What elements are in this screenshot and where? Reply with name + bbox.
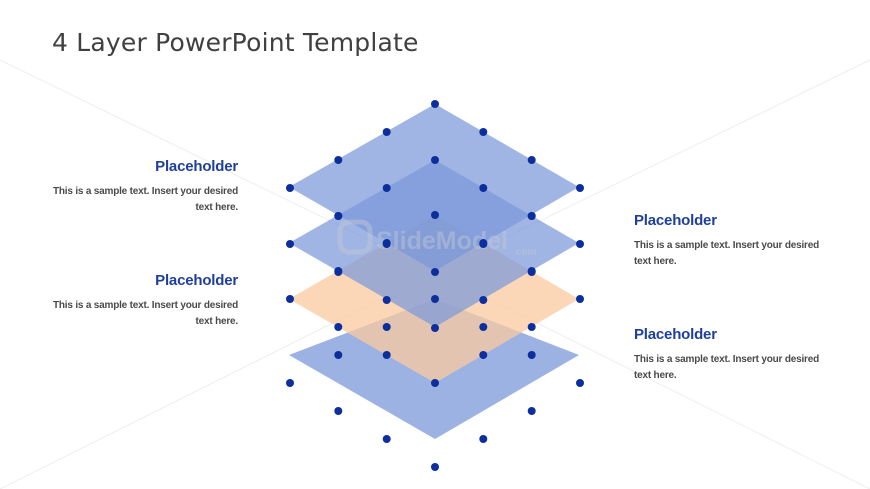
page-title: 4 Layer PowerPoint Template (52, 28, 419, 57)
placeholder-heading: Placeholder (634, 212, 717, 229)
placeholder-block-left-top: Placeholder This is a sample text. Inser… (38, 158, 238, 216)
body-line: text here. (195, 202, 239, 213)
vertex-dot (527, 267, 536, 275)
vertex-dot (431, 324, 439, 332)
body-line: This is a sample text. Insert your desir… (634, 240, 820, 251)
vertex-dot (334, 156, 343, 164)
placeholder-body: This is a sample text. Insert your desir… (634, 238, 834, 270)
vertex-dot (431, 295, 439, 303)
vertex-dot (382, 239, 391, 247)
placeholder-block-right-bottom: Placeholder This is a sample text. Inser… (634, 326, 834, 384)
body-line: This is a sample text. Insert your desir… (52, 300, 238, 311)
vertex-dot (382, 435, 391, 443)
layer-4-top (289, 104, 579, 271)
placeholder-body: This is a sample text. Insert your desir… (634, 352, 834, 384)
vertex-dot (431, 268, 439, 276)
vertex-dot (479, 435, 488, 443)
placeholder-block-left-bottom: Placeholder This is a sample text. Inser… (38, 272, 238, 330)
placeholder-body: This is a sample text. Insert your desir… (38, 298, 238, 330)
vertex-dot (286, 240, 294, 248)
vertex-dots (286, 100, 584, 471)
vertex-dot (479, 323, 488, 331)
vertex-dot (576, 240, 584, 248)
placeholder-block-right-top: Placeholder This is a sample text. Inser… (634, 212, 834, 270)
placeholder-heading: Placeholder (634, 326, 717, 343)
vertex-dot (382, 128, 391, 136)
placeholder-heading: Placeholder (155, 158, 238, 175)
body-line: This is a sample text. Insert your desir… (634, 354, 820, 365)
vertex-dot (382, 351, 391, 359)
vertex-dot (479, 128, 488, 136)
vertex-dot (576, 379, 584, 387)
vertex-dot (382, 184, 391, 192)
watermark-logo-icon (337, 219, 373, 255)
vertex-dot (334, 407, 343, 415)
watermark-brand: SlideModel (376, 227, 508, 255)
vertex-dot (431, 156, 439, 164)
vertex-dot (286, 295, 294, 303)
vertex-dot (431, 100, 439, 108)
vertex-dot (382, 296, 391, 304)
vertex-dot (382, 323, 391, 331)
vertex-dot (527, 323, 536, 331)
vertex-dot (527, 351, 536, 359)
vertex-dot (431, 379, 439, 387)
placeholder-body: This is a sample text. Insert your desir… (38, 184, 238, 216)
vertex-dot (479, 239, 488, 247)
vertex-dot (334, 351, 343, 359)
vertex-dot (431, 211, 439, 219)
vertex-dot (334, 212, 343, 220)
vertex-dot (479, 296, 488, 304)
vertex-dot (576, 184, 584, 192)
vertex-dot (334, 267, 343, 275)
body-line: text here. (634, 256, 677, 267)
vertex-dot (479, 184, 488, 192)
vertex-dot (527, 156, 536, 164)
vertex-dot (576, 295, 584, 303)
body-line: text here. (634, 370, 677, 381)
placeholder-heading: Placeholder (155, 272, 238, 289)
vertex-dot (479, 351, 488, 359)
vertex-dot (527, 407, 536, 415)
vertex-dot (286, 184, 294, 192)
vertex-dot (431, 463, 439, 471)
vertex-dot (286, 379, 294, 387)
body-line: This is a sample text. Insert your desir… (52, 186, 238, 197)
body-line: text here. (195, 316, 239, 327)
vertex-dot (334, 323, 343, 331)
vertex-dot (527, 212, 536, 220)
watermark-suffix: .com (513, 247, 536, 258)
